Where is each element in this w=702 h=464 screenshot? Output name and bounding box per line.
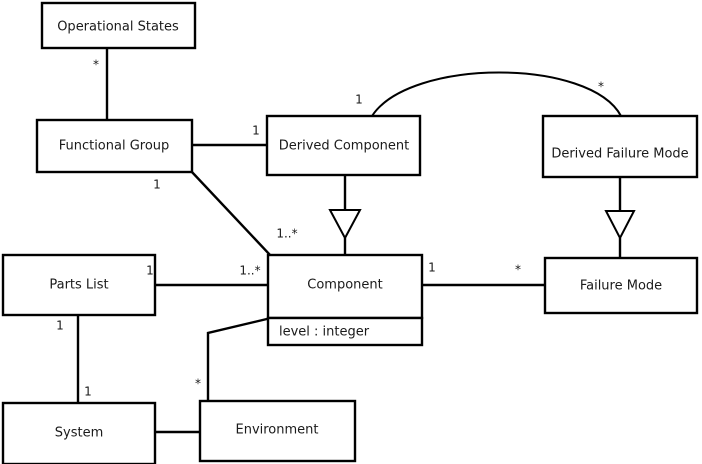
multiplicity-component-parts-list: 1..* xyxy=(239,264,260,278)
multiplicity-failure-mode-component: * xyxy=(515,263,521,277)
class-rect-system xyxy=(1,401,157,464)
class-rect-functional-group xyxy=(35,118,194,174)
class-box-environment[interactable]: Environment xyxy=(198,399,357,463)
class-box-functional-group[interactable]: Functional Group xyxy=(35,118,194,174)
class-rect-parts-list xyxy=(1,253,157,317)
class-box-derived-component[interactable]: Derived Component xyxy=(265,114,422,177)
multiplicity-functional-group-component: 1 xyxy=(153,178,161,192)
multiplicity-functional-group-derived-component: 1 xyxy=(252,124,260,138)
class-rect-component xyxy=(266,253,424,320)
class-rect-derived-component xyxy=(265,114,422,177)
multiplicity-environment-component: * xyxy=(195,377,201,391)
multiplicity-component-functional-group: 1..* xyxy=(276,227,297,241)
class-name-derived-component: Derived Component xyxy=(279,139,410,154)
multiplicity-derived-component-arc: 1 xyxy=(355,93,363,107)
class-box-parts-list[interactable]: Parts List xyxy=(1,253,157,317)
class-box-operational-states[interactable]: Operational States xyxy=(40,1,197,50)
class-name-derived-failure-mode: Derived Failure Mode xyxy=(551,147,688,162)
class-box-system[interactable]: System xyxy=(1,401,157,464)
generalization-triangle-failure-mode xyxy=(604,210,636,241)
multiplicity-system-parts-list: 1 xyxy=(84,385,92,399)
class-name-functional-group: Functional Group xyxy=(59,139,170,154)
multiplicity-derived-failure-mode-arc: * xyxy=(598,80,604,94)
generalization-triangle-component xyxy=(328,209,362,241)
multiplicity-parts-list-component: 1 xyxy=(146,264,154,278)
class-rect-operational-states xyxy=(40,1,197,50)
class-rect-failure-mode xyxy=(543,256,699,315)
class-attribute-component-level: level : integer xyxy=(279,325,370,340)
class-name-parts-list: Parts List xyxy=(49,278,108,293)
multiplicity-component-failure-mode: 1 xyxy=(428,261,436,275)
multiplicity-parts-list-system: 1 xyxy=(56,319,64,333)
class-name-system: System xyxy=(55,426,103,441)
class-rect-component-attributes xyxy=(266,316,424,347)
line-derived-component-derived-failure-mode xyxy=(371,71,622,117)
class-name-operational-states: Operational States xyxy=(57,20,179,35)
class-rect-derived-failure-mode xyxy=(541,114,699,179)
class-rect-environment xyxy=(198,399,357,463)
relationship-lines xyxy=(76,48,636,434)
class-name-component: Component xyxy=(307,278,382,293)
multiplicity-labels: * 1 1 * 1 1..* 1 1..* 1 * 1 1 * xyxy=(56,58,604,399)
class-name-failure-mode: Failure Mode xyxy=(580,279,662,294)
multiplicity-operational-states-functional-group: * xyxy=(93,58,99,72)
class-name-environment: Environment xyxy=(235,423,318,438)
class-box-derived-failure-mode[interactable]: Derived Failure Mode xyxy=(541,114,699,179)
class-box-failure-mode[interactable]: Failure Mode xyxy=(543,256,699,315)
line-environment-component xyxy=(206,316,272,401)
class-box-component[interactable]: Component level : integer xyxy=(266,253,424,347)
line-functional-group-component xyxy=(190,170,272,257)
